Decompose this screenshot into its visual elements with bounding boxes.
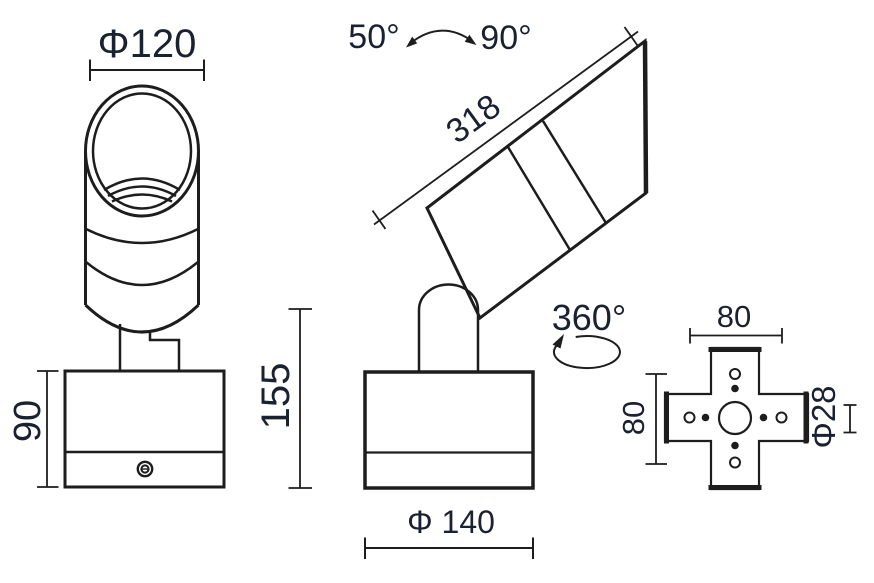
body-length-label: 318 bbox=[439, 87, 507, 151]
center-hole-label: Φ28 bbox=[805, 385, 842, 448]
side-base-box bbox=[363, 370, 535, 490]
front-view: Φ120 90 bbox=[7, 22, 226, 489]
plate-height-label: 80 bbox=[616, 401, 651, 435]
plate-width-dim-line bbox=[689, 328, 783, 344]
plate-screw-dots bbox=[701, 384, 768, 450]
cylinder-band-1 bbox=[85, 227, 199, 245]
cylinder-sides bbox=[84, 151, 200, 305]
plate-center-hole bbox=[717, 400, 753, 436]
base-diameter-label: Φ 140 bbox=[407, 504, 495, 540]
height-dim-line bbox=[288, 308, 312, 489]
base-height-dim-line bbox=[37, 370, 59, 488]
rotation-arrow bbox=[552, 334, 621, 370]
neck-step-edge bbox=[148, 330, 181, 371]
tilted-body-front-face bbox=[642, 40, 649, 194]
height-label: 155 bbox=[254, 363, 298, 430]
front-base-box bbox=[63, 369, 226, 489]
tilted-body-section-lines bbox=[506, 120, 608, 251]
head-inner-rim bbox=[91, 92, 193, 210]
side-view: 50° 90° 318 360° 155 Φ 140 bbox=[254, 18, 649, 559]
rotation-label: 360° bbox=[552, 297, 626, 338]
head-diameter-dim-line bbox=[89, 59, 205, 81]
head-outer-rim bbox=[84, 84, 200, 218]
screw-head-icon bbox=[136, 460, 154, 478]
mounting-plate-view: 80 80 Φ28 bbox=[616, 299, 857, 491]
plate-width-label: 80 bbox=[717, 299, 751, 334]
lens-arc-1 bbox=[103, 177, 181, 192]
base-diameter-dim-line bbox=[364, 537, 534, 559]
plate-height-dim-line bbox=[645, 373, 667, 465]
yoke-arch bbox=[417, 283, 480, 372]
tilt-max-label: 90° bbox=[480, 19, 531, 57]
base-height-label: 90 bbox=[7, 400, 49, 442]
plate-arm-caps bbox=[664, 347, 809, 490]
lens-arc-3 bbox=[111, 193, 173, 203]
tilt-arc-double-arrow bbox=[406, 29, 477, 48]
lens-arc-2 bbox=[107, 185, 177, 198]
head-diameter-label: Φ120 bbox=[98, 22, 197, 66]
plate-mounting-holes bbox=[683, 368, 788, 469]
tilted-body-outline bbox=[425, 37, 648, 321]
cylinder-band-2 bbox=[85, 261, 199, 287]
body-length-dim-line bbox=[371, 26, 639, 230]
cylinder-bottom bbox=[84, 303, 200, 334]
tilt-min-label: 50° bbox=[348, 18, 399, 56]
center-hole-dim-line bbox=[843, 404, 857, 434]
